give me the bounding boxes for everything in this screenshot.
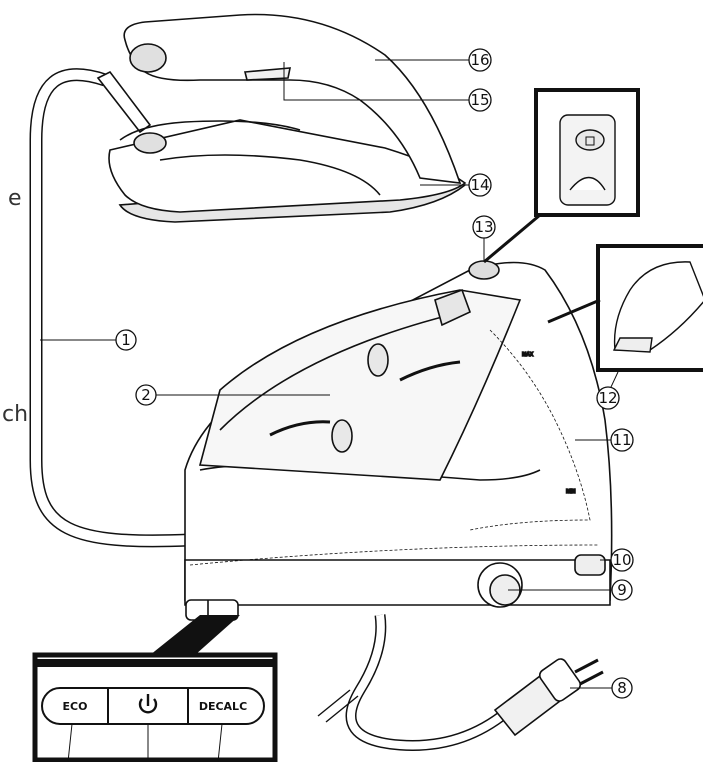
svg-text:2: 2 [141,386,151,404]
svg-text:8: 8 [617,679,627,697]
iron-handle [123,13,462,184]
inset-tank-handle [547,244,703,372]
max-mark: MAX [522,352,534,358]
callout-8: 8 [611,677,633,699]
callout-10: 10 [610,548,634,572]
steam-trigger [243,67,291,81]
callout-11: 11 [610,428,634,452]
callout-9: 9 [611,579,633,601]
inset-carry-lock [483,88,640,264]
svg-text:15: 15 [470,91,489,109]
leader-lines [40,59,619,689]
svg-text:9: 9 [617,581,627,599]
callout-14: 14 [468,173,492,197]
callout-2: 2 [135,384,157,406]
steam-iron [108,13,467,223]
supply-hose [29,68,191,548]
base-station: MAX MIN [184,260,613,621]
callout-16: 16 [468,48,492,72]
decalc-button[interactable]: DECALC [199,700,247,713]
svg-text:14: 14 [470,176,489,194]
cropped-text-ch: ch [2,402,28,427]
control-panel-inset: ECO DECALC [32,615,278,762]
power-cord [317,614,604,751]
power-icon[interactable] [138,694,158,714]
callout-1: 1 [115,329,137,351]
callout-15: 15 [468,88,492,112]
svg-text:1: 1 [121,331,131,349]
callout-13: 13 [472,215,496,239]
eco-button[interactable]: ECO [63,700,88,713]
svg-text:12: 12 [598,389,617,407]
svg-text:13: 13 [474,218,493,236]
callout-12: 12 [596,386,620,410]
svg-text:10: 10 [612,551,631,569]
water-tank-outline [469,329,591,531]
svg-text:16: 16 [470,51,489,69]
cropped-text-e: e [8,186,22,211]
min-mark: MIN [566,489,576,495]
svg-text:11: 11 [612,431,631,449]
